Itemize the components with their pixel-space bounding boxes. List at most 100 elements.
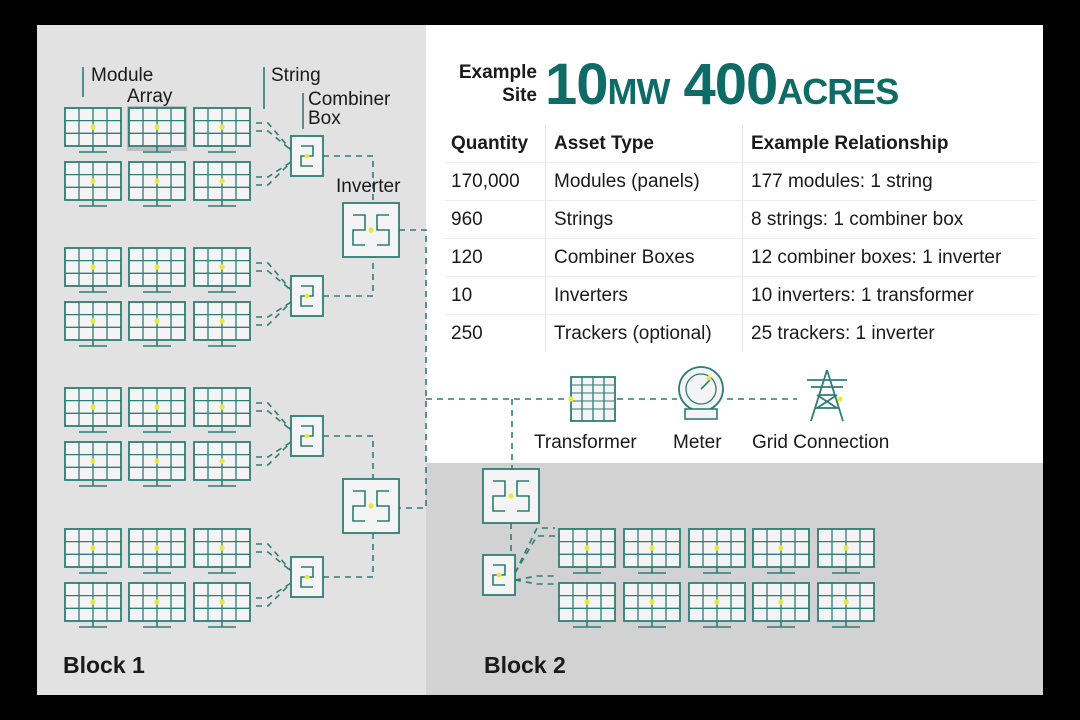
cell-quantity: 170,000 bbox=[445, 162, 546, 201]
inverter-symbol bbox=[352, 214, 366, 246]
combiner-frame bbox=[482, 554, 516, 596]
cell-relationship: 10 inverters: 1 transformer bbox=[742, 276, 1037, 315]
status-dot bbox=[714, 599, 720, 605]
status-dot bbox=[219, 318, 225, 324]
solar-panel-icon bbox=[752, 528, 810, 574]
cell-asset-type: Trackers (optional) bbox=[545, 314, 743, 352]
solar-panel-icon bbox=[752, 582, 810, 628]
combiner-to-inverter bbox=[323, 257, 374, 297]
status-dot bbox=[304, 433, 310, 439]
cell-asset-type: Modules (panels) bbox=[545, 162, 743, 201]
string-wire bbox=[256, 262, 292, 291]
string-wire bbox=[256, 161, 292, 178]
cell-relationship: 8 strings: 1 combiner box bbox=[742, 200, 1037, 239]
status-dot bbox=[219, 545, 225, 551]
solar-panel-icon bbox=[64, 301, 122, 347]
combiner-label: Combiner bbox=[308, 89, 391, 110]
string-wire bbox=[256, 441, 292, 466]
cell-asset-type: Inverters bbox=[545, 276, 743, 315]
status-dot bbox=[154, 124, 160, 130]
solar-panel-icon bbox=[817, 528, 875, 574]
status-dot bbox=[90, 264, 96, 270]
status-dot bbox=[304, 153, 310, 159]
solar-panel-icon bbox=[64, 161, 122, 207]
string-wire bbox=[514, 575, 555, 581]
combiner-to-inverter bbox=[323, 533, 374, 578]
status-dot bbox=[778, 599, 784, 605]
string-wire bbox=[256, 301, 292, 326]
array-label: Array bbox=[127, 86, 173, 107]
solar-panel-icon bbox=[817, 582, 875, 628]
status-dot bbox=[568, 396, 574, 402]
status-dot bbox=[219, 124, 225, 130]
status-dot bbox=[304, 293, 310, 299]
table-row: 10 Inverters 10 inverters: 1 transformer bbox=[445, 276, 1037, 315]
solar-panel-icon bbox=[128, 387, 186, 433]
solar-panel-icon bbox=[193, 301, 251, 347]
inverter-icon bbox=[342, 202, 400, 258]
grid-connection-label: Grid Connection bbox=[752, 432, 890, 453]
mw-value: 10 bbox=[545, 52, 609, 117]
table-row: 960 Strings 8 strings: 1 combiner box bbox=[445, 200, 1037, 239]
inverter-trunk bbox=[399, 229, 427, 509]
status-dot bbox=[706, 375, 712, 381]
inverter-symbol bbox=[376, 490, 390, 522]
site-text: Site bbox=[502, 85, 537, 106]
solar-panel-icon bbox=[193, 441, 251, 487]
string-wire bbox=[256, 161, 292, 186]
acres-value: 400 bbox=[683, 52, 778, 117]
combiner-to-inverter bbox=[323, 155, 374, 203]
status-dot bbox=[778, 545, 784, 551]
string-wire bbox=[256, 582, 292, 607]
solar-panel-icon bbox=[128, 441, 186, 487]
solar-panel-icon bbox=[128, 247, 186, 293]
solar-panel-icon bbox=[128, 582, 186, 628]
string-wire bbox=[256, 402, 292, 431]
block1-title: Block 1 bbox=[63, 652, 145, 678]
inverter-symbol bbox=[516, 480, 530, 512]
status-dot bbox=[90, 458, 96, 464]
inverter-symbol bbox=[352, 490, 366, 522]
status-dot bbox=[154, 318, 160, 324]
header-quantity: Quantity bbox=[445, 125, 546, 163]
transformer-label: Transformer bbox=[534, 432, 637, 453]
status-dot bbox=[714, 545, 720, 551]
solar-panel-icon bbox=[64, 107, 122, 153]
diagram-graphics bbox=[64, 67, 875, 628]
cell-relationship: 25 trackers: 1 inverter bbox=[751, 322, 935, 344]
string-wire bbox=[256, 551, 292, 572]
status-dot bbox=[843, 545, 849, 551]
solar-panel-icon bbox=[128, 528, 186, 574]
inverter-icon bbox=[342, 478, 400, 534]
inverter-icon bbox=[482, 468, 540, 524]
table-row: 250 Trackers (optional) 25 trackers: 1 i… bbox=[445, 314, 1037, 352]
status-dot bbox=[368, 503, 374, 509]
header-relationship: Example Relationship bbox=[742, 125, 1037, 163]
status-dot bbox=[219, 264, 225, 270]
transformer-icon bbox=[568, 376, 616, 422]
cell-quantity: 10 bbox=[445, 276, 546, 315]
solar-panel-icon bbox=[623, 528, 681, 574]
solar-panel-icon bbox=[623, 582, 681, 628]
solar-panel-icon bbox=[128, 161, 186, 207]
string-wire bbox=[256, 410, 292, 431]
combiner-box-icon bbox=[290, 135, 324, 177]
status-dot bbox=[219, 178, 225, 184]
string-wire bbox=[256, 582, 292, 599]
meter-label: Meter bbox=[673, 432, 722, 453]
table-row: 120 Combiner Boxes 12 combiner boxes: 1 … bbox=[445, 238, 1037, 277]
solar-panel-icon bbox=[128, 301, 186, 347]
combiner-to-inverter bbox=[323, 435, 374, 479]
status-dot bbox=[90, 124, 96, 130]
status-dot bbox=[584, 545, 590, 551]
string-wire bbox=[256, 122, 292, 151]
string-wire bbox=[514, 535, 555, 574]
solar-panel-icon bbox=[193, 528, 251, 574]
status-dot bbox=[837, 396, 843, 402]
status-dot bbox=[219, 458, 225, 464]
status-dot bbox=[90, 318, 96, 324]
inverter-label: Inverter bbox=[336, 176, 401, 197]
acres-unit: ACRES bbox=[777, 71, 899, 112]
example-text: Example bbox=[458, 62, 537, 83]
